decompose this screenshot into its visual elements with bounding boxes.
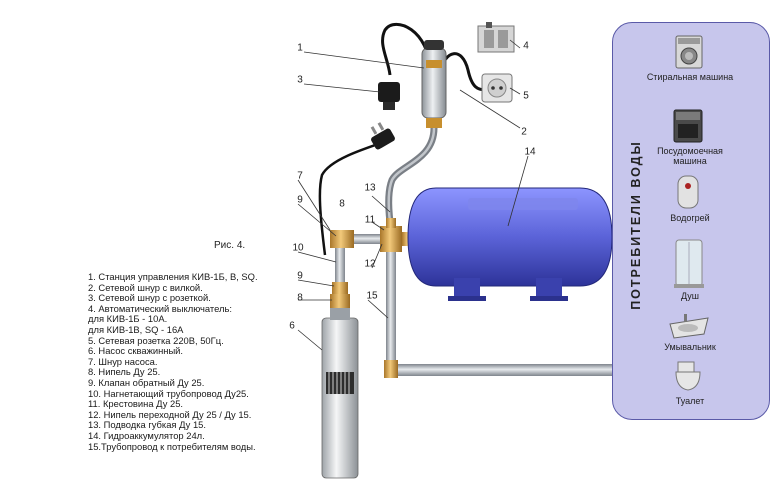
callout-7: 7: [297, 170, 303, 182]
consumer-label: Посудомоечная машина: [657, 146, 723, 166]
legend-item: 14. Гидроаккумулятор 24л.: [88, 429, 205, 441]
callout-4: 4: [523, 40, 529, 52]
legend-item: 1. Станция управления КИВ-1Б, В, SQ.: [88, 271, 258, 282]
consumer-shower: Душ: [640, 291, 740, 301]
consumer-label: Умывальник: [664, 342, 716, 352]
check-valve-lower: [330, 294, 350, 308]
callout-2: 2: [521, 126, 527, 138]
nipple-fitting: [332, 282, 348, 294]
callout-9: 9: [297, 194, 303, 206]
circuit-breaker: [477, 22, 515, 53]
consumer-label: Душ: [680, 291, 699, 301]
flexible-hose-highlight: [387, 127, 436, 223]
wall-socket: [481, 73, 513, 103]
control-station: [421, 40, 447, 128]
consumer-sink: Умывальник: [640, 342, 740, 352]
legend-item: 9. Клапан обратный Ду 25.: [88, 376, 205, 388]
consumer-washing-machine: Стиральная машина: [640, 72, 740, 82]
legend-item: 11. Крестовина Ду 25.: [88, 398, 184, 410]
legend-item: для КИВ-1В, SQ - 16А: [88, 323, 184, 335]
leader-lines: [297, 39, 529, 351]
legend-item: 10. Нагнетающий трубопровод Ду25.: [88, 387, 249, 399]
legend-item: 3. Сетевой шнур с розеткой.: [88, 292, 211, 304]
consumers-panel: [612, 22, 770, 420]
pump-cord-plug: [370, 122, 395, 150]
check-valve: [330, 230, 354, 248]
legend-item: 4. Автоматический выключатель:: [88, 302, 232, 314]
legend-item: 6. Насос скважинный.: [88, 345, 184, 357]
callout-11: 11: [364, 214, 376, 226]
callout-5: 5: [523, 90, 529, 102]
legend-item: 7. Шнур насоса.: [88, 355, 158, 367]
legend-item: 8. Нипель Ду 25.: [88, 366, 161, 378]
consumer-label: Туалет: [675, 396, 705, 406]
consumer-pipe-horizontal: [386, 364, 614, 376]
callout-12: 12: [364, 258, 376, 270]
horizontal-pipe: [345, 234, 390, 244]
legend-item: 2. Сетевой шнур с вилкой.: [88, 281, 203, 293]
callout-8: 8: [297, 292, 303, 304]
station-cable: [381, 23, 432, 76]
legend-item: 5. Сетевая розетка 220В, 50Гц.: [88, 334, 224, 346]
callout-1: 1: [297, 42, 303, 54]
consumer-pipe-vertical: [386, 252, 396, 370]
legend-item: 15.Трубопровод к потребителям воды.: [88, 440, 256, 452]
consumer-toilet: Туалет: [640, 396, 740, 406]
callout-3: 3: [297, 74, 303, 86]
pipe-elbow: [384, 360, 398, 378]
consumer-water-heater: Водогрей: [640, 213, 740, 223]
callout-13: 13: [364, 182, 376, 194]
figure-legend: 1. Станция управления КИВ-1Б, В, SQ. 2. …: [88, 271, 258, 452]
figure-title: Рис. 4.: [214, 240, 246, 251]
discharge-pipe: [335, 240, 345, 305]
legend-item: для КИВ-1Б - 10А.: [88, 313, 168, 325]
hydro-accumulator: [407, 187, 613, 301]
borehole-pump: [321, 308, 359, 479]
callout-14: 14: [524, 146, 536, 158]
consumers-panel-title: ПОТРЕБИТЕЛИ ВОДЫ: [626, 100, 646, 350]
consumer-label: Стиральная машина: [646, 72, 734, 82]
plug-cord: [438, 52, 487, 92]
callout-10: 10: [292, 242, 304, 254]
callout-9-lower: 9: [297, 270, 303, 282]
legend-item: 13. Подводка губкая Ду 15.: [88, 419, 206, 431]
callout-6: 6: [289, 320, 295, 332]
callout-8-upper: 8: [339, 198, 345, 210]
legend-item: 12. Нипель переходной Ду 25 / Ду 15.: [88, 408, 252, 420]
callout-15: 15: [366, 290, 378, 302]
power-cord-with-socket: [378, 82, 400, 110]
consumer-label: Водогрей: [670, 213, 710, 223]
consumer-dishwasher: Посудомоечная машина: [640, 146, 740, 166]
